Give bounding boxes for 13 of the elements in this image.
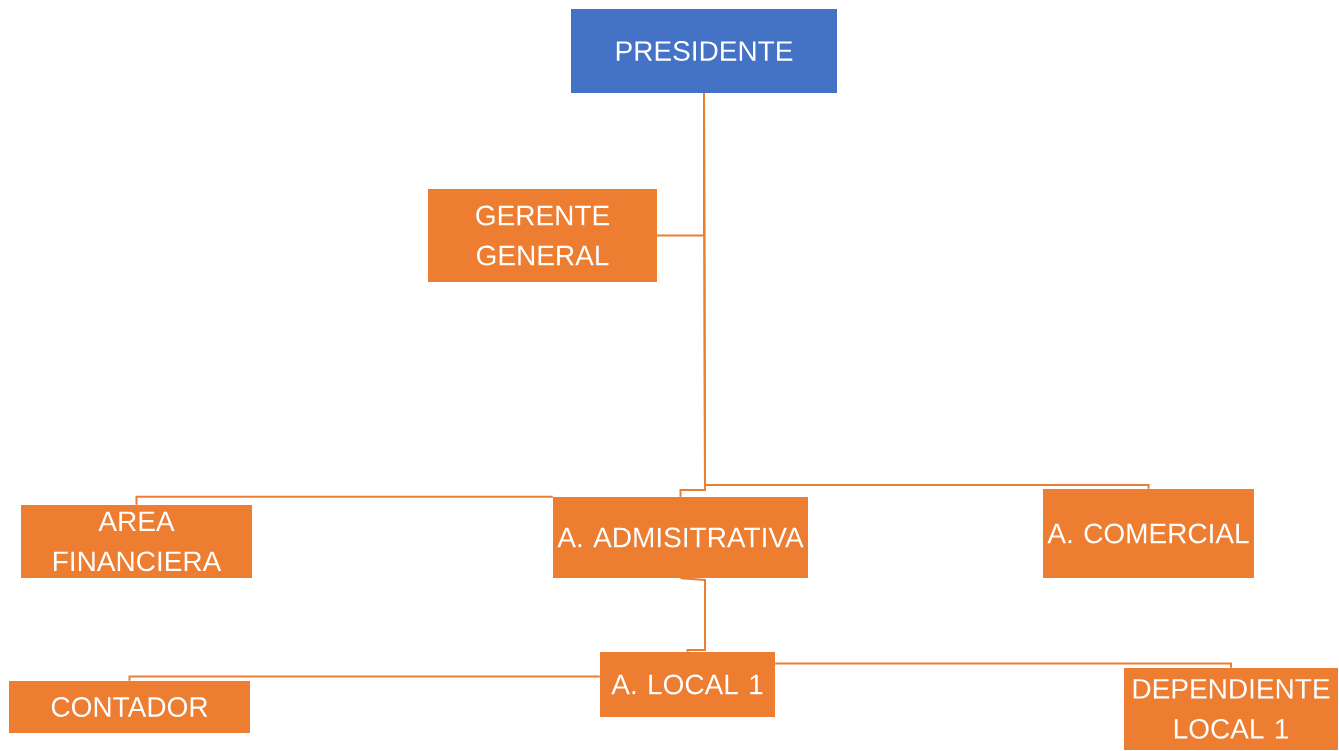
org-box: GERENTE GENERAL [428,189,657,282]
connector-line [135,495,554,506]
org-box: AREA FINANCIERA [21,505,252,578]
connector-line [774,662,1232,669]
connector-line [679,92,706,498]
connector-line [128,675,601,682]
org-box: PRESIDENTE [571,9,837,93]
org-box: A. COMERCIAL [1043,489,1254,578]
org-box: DEPENDIENTE LOCAL 1 [1124,668,1338,750]
connector-line [679,577,706,653]
org-box: CONTADOR [9,681,250,733]
org-box: A. ADMISITRATIVA [553,497,808,578]
org-box: A. LOCAL 1 [600,652,775,717]
